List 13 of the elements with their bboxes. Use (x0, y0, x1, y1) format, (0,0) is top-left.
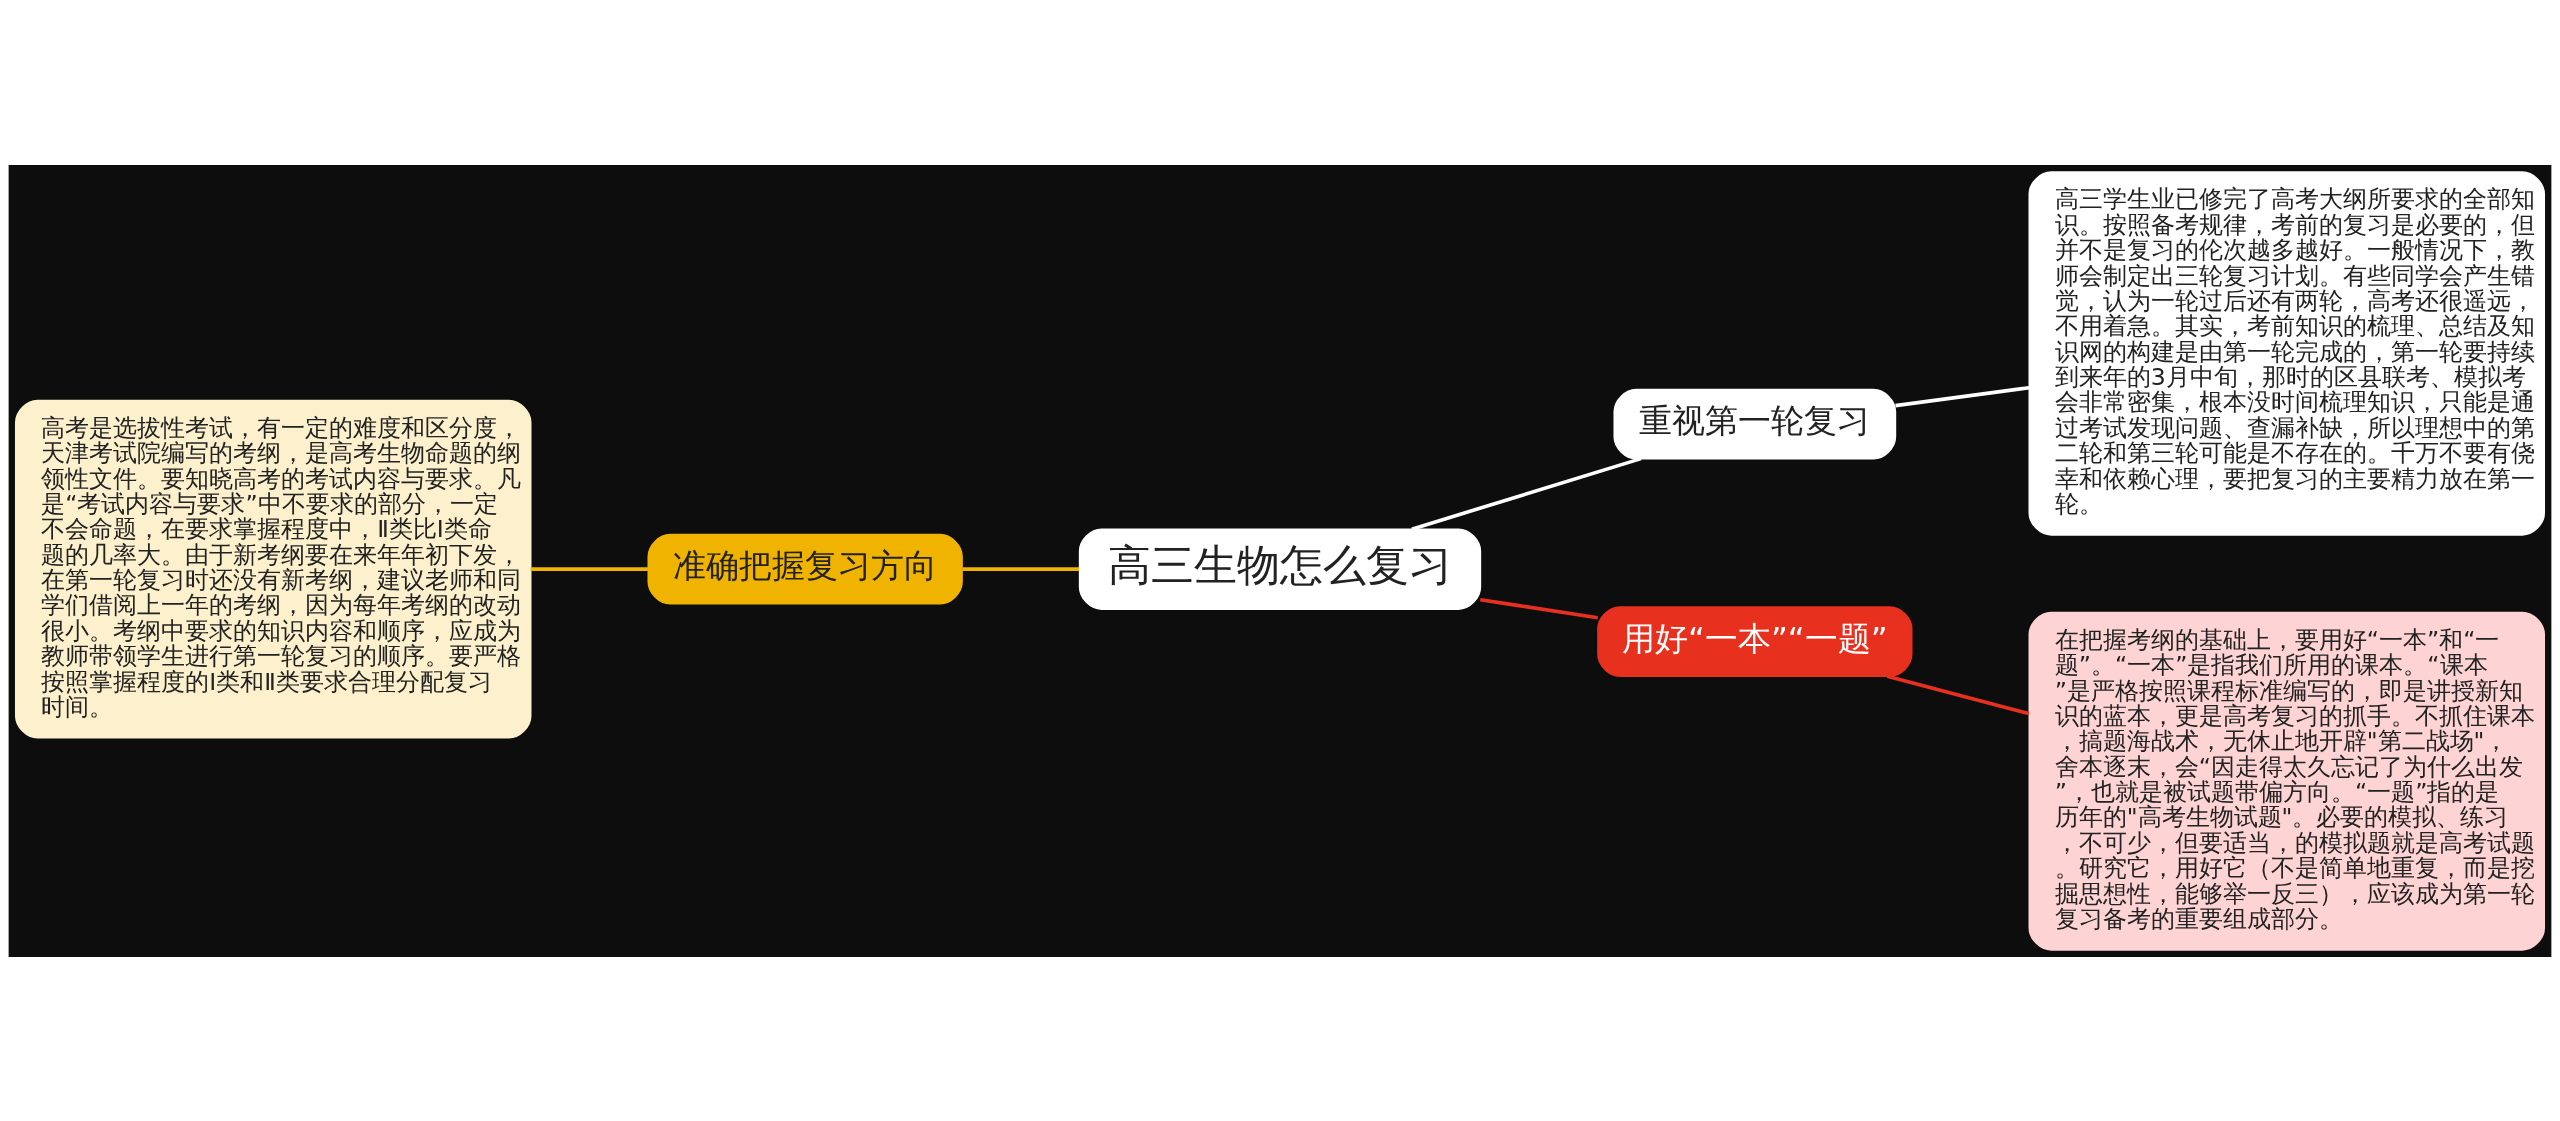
connector (1411, 456, 1642, 531)
node-box: 高三学生业已修完了高考大纲所要求的全部知识。按照备考规律，考前的复习是必要的，但并不是复习的伦次越多越好。一般情况下，教师会制定出三轮复习计划。有些同学会产生错觉，认为一轮过后还有两轮，高考还很遥远，不用着急。其实，考前知识的梳理、总结及知识网的构建是由第一轮完成的，第一轮要持续到来年的3月中旬，那时的区县联考、模拟考会非常密集，根本没时间梳理知识，只能是通过考试发现问题、查漏补缺，所以理想中的第二轮和第三轮可能是不存在的。千万不要有侥幸和依赖心理，要把复习的主要精力放在第一轮。 (2028, 170, 2546, 536)
connector (530, 566, 648, 571)
node-box: 高三生物怎么复习 (1078, 527, 1482, 610)
connector (1886, 673, 2030, 715)
node-box: 在把握考纲的基础上，要用好“一本”和“一题”。“一本”是指我们所用的课本。“课本”是严格按照课程标准编写的，即是讲授新知识的蓝本，更是高考复习的抓手。不抓住课本，搞题海战术，无休止地开辟"第二战场"，舍本逐末，会“因走得太久忘记了为什么出发”，也就是被试题带偏方向。“一题”指的是历年的"高考生物试题"。必要的模拟、练习，不可少，但要适当，的模拟题就是高考试题。研究它，用好它（不是简单地重复，而是挖掘思想性，能够举一反三），应该成为第一轮复习备考的重要组成部分。 (2028, 611, 2546, 951)
connector (962, 566, 1080, 571)
node-box: 准确把握复习方向 (647, 533, 963, 604)
node-box: 高考是选拔性考试，有一定的难度和区分度，天津考试院编写的考纲，是高考生物命题的纲领性文件。要知晓高考的考试内容与要求。凡是“考试内容与要求”中不要求的部分，一定不会命题，在要求掌握程度中，Ⅱ类比Ⅰ类命题的几率大。由于新考纲要在来年年初下发，在第一轮复习时还没有新考纲，建议老师和同学们借阅上一年的考纲，因为每年考纲的改动很小。考纲中要求的知识内容和顺序，应成为教师带领学生进行第一轮复习的顺序。要严格按照掌握程度的Ⅰ类和Ⅱ类要求合理分配复习时间。 (14, 399, 532, 739)
node-box: 用好“一本”“一题” (1597, 605, 1913, 677)
connector (1480, 597, 1598, 620)
node-box: 重视第一轮复习 (1613, 388, 1897, 459)
connector (1895, 385, 2030, 407)
